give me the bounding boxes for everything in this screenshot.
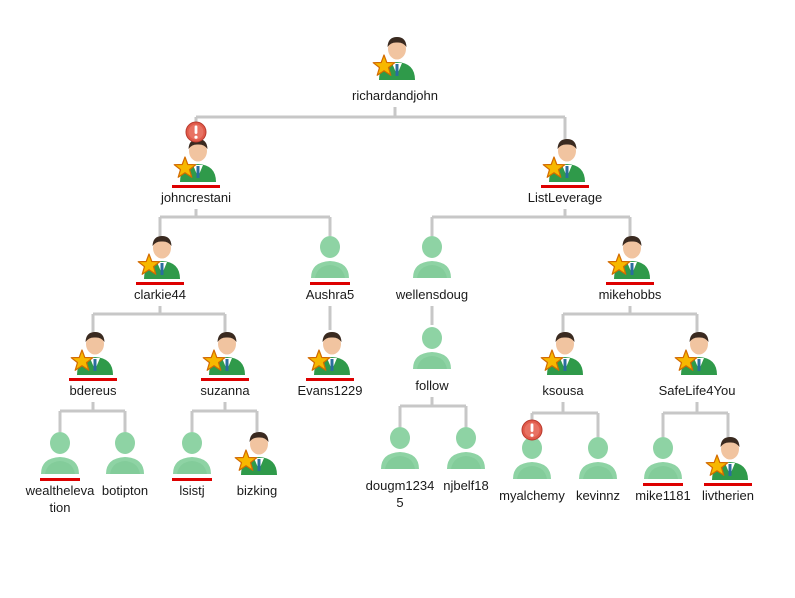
member-name: suzanna xyxy=(200,383,250,398)
member-icon xyxy=(305,232,355,282)
status-underline xyxy=(643,483,683,486)
member-name: mike1181 xyxy=(635,488,691,503)
member-node-wellensdoug[interactable]: wellensdoug xyxy=(372,232,492,303)
status-underline xyxy=(69,378,117,381)
member-node-ksousa[interactable]: ksousa xyxy=(503,328,623,399)
member-icon xyxy=(638,433,688,483)
member-icon xyxy=(35,428,85,478)
star-member-icon xyxy=(703,433,753,483)
status-underline xyxy=(704,483,752,486)
member-name: ListLeverage xyxy=(527,190,603,205)
star-member-icon xyxy=(540,135,590,185)
member-node-listleverage[interactable]: ListLeverage xyxy=(505,135,625,206)
member-icon xyxy=(441,423,491,473)
member-name: johncrestani xyxy=(160,190,232,205)
status-underline xyxy=(606,282,654,285)
star-member-icon xyxy=(370,33,420,83)
member-icon xyxy=(100,428,150,478)
star-member-icon xyxy=(305,328,355,378)
member-node-safelife4you[interactable]: SafeLife4You xyxy=(637,328,757,399)
member-node-evans1229[interactable]: Evans1229 xyxy=(270,328,390,399)
member-name: follow xyxy=(415,378,449,393)
member-node-follow[interactable]: follow xyxy=(372,323,492,394)
warning-icon xyxy=(521,419,543,441)
status-underline xyxy=(172,478,212,481)
member-name: lsistj xyxy=(179,483,205,498)
member-node-bdereus[interactable]: bdereus xyxy=(33,328,153,399)
status-underline xyxy=(40,478,80,481)
member-icon xyxy=(407,323,457,373)
member-name: bdereus xyxy=(69,383,117,398)
status-underline xyxy=(136,282,184,285)
member-node-dougm12345[interactable]: dougm12345 xyxy=(340,423,460,511)
member-name: bizking xyxy=(236,483,278,498)
member-node-njbelf18[interactable]: njbelf18 xyxy=(406,423,526,494)
member-node-wealthelevation[interactable]: wealthelevation xyxy=(0,428,120,516)
member-node-mikehobbs[interactable]: mikehobbs xyxy=(570,232,690,303)
member-name: botipton xyxy=(101,483,149,498)
member-name: Evans1229 xyxy=(297,383,363,398)
star-member-icon xyxy=(68,328,118,378)
member-name: clarkie44 xyxy=(133,287,187,302)
member-node-kevinnz[interactable]: kevinnz xyxy=(538,433,658,504)
member-name: ksousa xyxy=(542,383,584,398)
member-name: dougm12345 xyxy=(365,478,435,510)
member-icon xyxy=(407,232,457,282)
member-icon xyxy=(375,423,425,473)
star-member-icon xyxy=(605,232,655,282)
member-name: livtherien xyxy=(701,488,755,503)
member-node-mike1181[interactable]: mike1181 xyxy=(603,433,723,504)
status-underline xyxy=(310,282,350,285)
member-node-johncrestani[interactable]: johncrestani xyxy=(136,121,256,206)
member-name: SafeLife4You xyxy=(658,383,736,398)
member-node-richardandjohn[interactable]: richardandjohn xyxy=(335,33,455,104)
member-name: kevinnz xyxy=(575,488,621,503)
member-name: richardandjohn xyxy=(351,88,438,103)
star-member-icon xyxy=(135,232,185,282)
status-underline xyxy=(172,185,220,188)
member-node-bizking[interactable]: bizking xyxy=(197,428,317,499)
star-member-icon xyxy=(672,328,722,378)
member-node-botipton[interactable]: botipton xyxy=(65,428,185,499)
member-node-lsistj[interactable]: lsistj xyxy=(132,428,252,499)
member-name: njbelf18 xyxy=(443,478,489,493)
member-name: wealthelevation xyxy=(25,483,95,515)
star-member-icon xyxy=(232,428,282,478)
member-node-myalchemy[interactable]: myalchemy xyxy=(472,419,592,504)
member-node-clarkie44[interactable]: clarkie44 xyxy=(100,232,220,303)
member-name: myalchemy xyxy=(499,488,565,503)
member-node-livtherien[interactable]: livtherien xyxy=(668,433,788,504)
status-underline xyxy=(201,378,249,381)
member-icon xyxy=(573,433,623,483)
member-name: mikehobbs xyxy=(598,287,662,302)
member-node-suzanna[interactable]: suzanna xyxy=(165,328,285,399)
member-node-aushra5[interactable]: Aushra5 xyxy=(270,232,390,303)
star-member-icon xyxy=(200,328,250,378)
star-member-icon xyxy=(538,328,588,378)
member-icon xyxy=(167,428,217,478)
member-icon xyxy=(507,419,557,483)
status-underline xyxy=(306,378,354,381)
member-name: Aushra5 xyxy=(305,287,355,302)
status-underline xyxy=(541,185,589,188)
star-member-icon xyxy=(171,121,221,185)
warning-icon xyxy=(185,121,207,143)
member-name: wellensdoug xyxy=(395,287,469,302)
